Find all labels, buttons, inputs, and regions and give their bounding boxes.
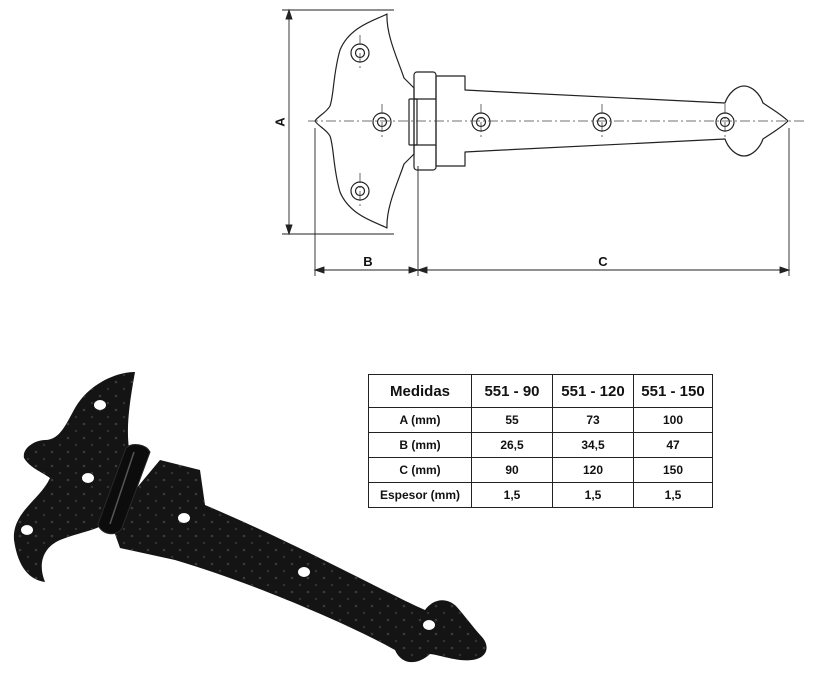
table-cell: 1,5 xyxy=(471,482,553,508)
drawing-right-strap-outline xyxy=(435,75,789,167)
table-cell: 150 xyxy=(633,457,713,483)
specs-header-model-120: 551 - 120 xyxy=(552,374,634,408)
table-cell: 120 xyxy=(552,457,634,483)
table-cell: 1,5 xyxy=(552,482,634,508)
hinge-screw-holes xyxy=(21,400,435,630)
table-cell: 26,5 xyxy=(471,432,553,458)
table-cell: 47 xyxy=(633,432,713,458)
table-row: Espesor (mm) 1,5 1,5 1,5 xyxy=(368,482,713,508)
row-label: Espesor (mm) xyxy=(368,482,472,508)
specs-header-model-150: 551 - 150 xyxy=(633,374,713,408)
row-label: C (mm) xyxy=(368,457,472,483)
table-cell: 55 xyxy=(471,407,553,433)
dimension-label-b: B xyxy=(363,254,372,269)
specs-header-model-90: 551 - 90 xyxy=(471,374,553,408)
table-cell: 34,5 xyxy=(552,432,634,458)
hinge-technical-drawing: A B C xyxy=(272,8,805,276)
specs-table: Medidas 551 - 90 551 - 120 551 - 150 A (… xyxy=(368,374,713,508)
drawing-center-lines xyxy=(308,35,805,209)
table-row: C (mm) 90 120 150 xyxy=(368,457,713,483)
row-label: B (mm) xyxy=(368,432,472,458)
table-cell: 1,5 xyxy=(633,482,713,508)
table-cell: 100 xyxy=(633,407,713,433)
specs-table-header-row: Medidas 551 - 90 551 - 120 551 - 150 xyxy=(368,374,713,408)
hinge-body xyxy=(13,372,487,663)
dimension-label-a: A xyxy=(272,117,287,127)
dimension-label-c: C xyxy=(598,254,608,269)
table-cell: 73 xyxy=(552,407,634,433)
specs-header-label: Medidas xyxy=(368,374,472,408)
table-cell: 90 xyxy=(471,457,553,483)
row-label: A (mm) xyxy=(368,407,472,433)
drawing-dimension-lines xyxy=(282,8,791,276)
table-row: A (mm) 55 73 100 xyxy=(368,407,713,433)
table-row: B (mm) 26,5 34,5 47 xyxy=(368,432,713,458)
